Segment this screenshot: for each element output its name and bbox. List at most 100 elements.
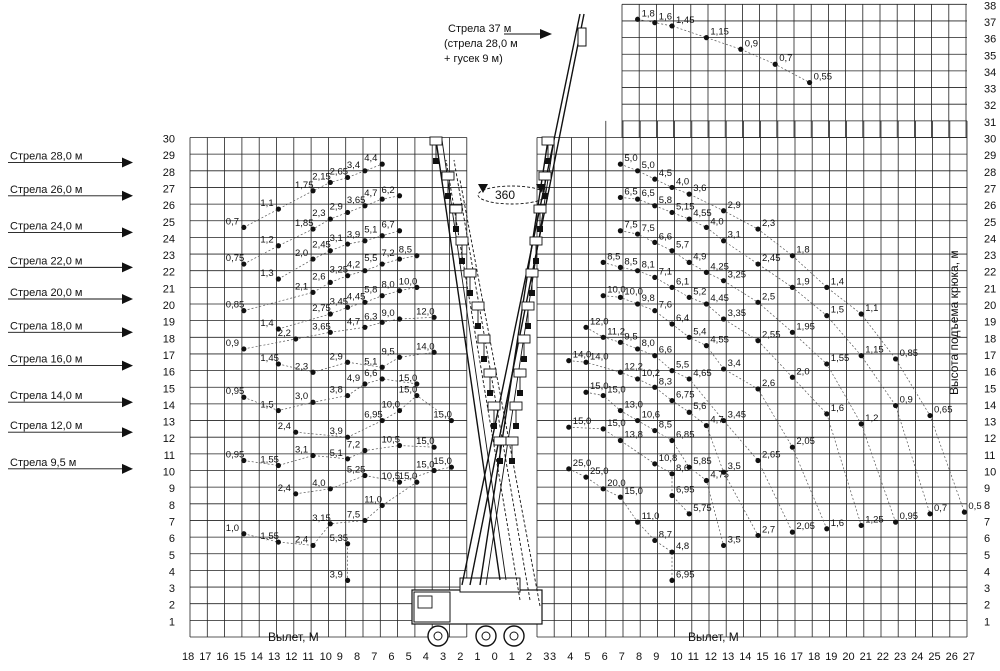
y-tick-label: 9 bbox=[984, 483, 990, 495]
boom-head-icon bbox=[517, 334, 531, 344]
load-curve bbox=[568, 360, 759, 536]
load-point bbox=[789, 253, 796, 259]
boom-length-label: Стрела 28,0 м bbox=[10, 150, 82, 162]
load-value-label: 15,0 bbox=[399, 385, 418, 396]
load-point bbox=[327, 311, 333, 317]
y-tick-label: 2 bbox=[984, 600, 990, 612]
load-point bbox=[635, 346, 641, 352]
x-tick-label: 5 bbox=[406, 651, 412, 663]
load-value-label: 15,0 bbox=[399, 373, 418, 384]
load-value-label: 9,5 bbox=[624, 331, 637, 342]
load-value-label: 2,05 bbox=[796, 521, 815, 532]
load-value-label: 2,45 bbox=[312, 240, 331, 251]
load-value-label: 1,6 bbox=[659, 12, 672, 23]
load-value-label: 2,55 bbox=[762, 330, 781, 341]
load-point bbox=[379, 161, 385, 167]
y-tick-label: 12 bbox=[163, 433, 175, 445]
right-grid bbox=[536, 3, 968, 638]
load-point bbox=[755, 299, 761, 305]
y-tick-label: 22 bbox=[984, 267, 996, 279]
load-value-label: 11,0 bbox=[364, 494, 382, 505]
load-value-label: 6,75 bbox=[676, 390, 695, 401]
load-point bbox=[327, 279, 333, 285]
load-value-label: 2,1 bbox=[295, 281, 308, 292]
y-tick-label: 14 bbox=[163, 400, 175, 412]
load-value-label: 4,0 bbox=[676, 176, 689, 187]
x-tick-label: 16 bbox=[216, 651, 228, 663]
load-point bbox=[858, 522, 864, 529]
load-point bbox=[721, 238, 727, 244]
load-value-label: 1,75 bbox=[295, 180, 314, 191]
load-point bbox=[617, 294, 624, 300]
load-value-label: 12,0 bbox=[590, 316, 609, 327]
load-point bbox=[755, 457, 761, 464]
boom-length-label: Стрела 18,0 м bbox=[10, 320, 82, 332]
load-point bbox=[345, 209, 351, 216]
load-point bbox=[396, 442, 403, 449]
load-value-label: 3,9 bbox=[347, 230, 360, 241]
load-value-label: 4,9 bbox=[347, 373, 360, 384]
boom-main bbox=[461, 13, 581, 586]
y-tick-label: 36 bbox=[984, 34, 996, 46]
hook-icon bbox=[475, 323, 481, 329]
load-point bbox=[721, 208, 727, 214]
load-point bbox=[362, 381, 368, 387]
load-value-label: 12,0 bbox=[416, 306, 435, 317]
load-value-label: 0,55 bbox=[814, 72, 833, 83]
load-value-label: 4,8 bbox=[676, 541, 689, 552]
load-point bbox=[345, 359, 351, 365]
load-point bbox=[362, 238, 368, 244]
load-value-label: 3,9 bbox=[330, 426, 343, 437]
load-value-label: 2,3 bbox=[295, 361, 308, 372]
y-tick-label: 19 bbox=[163, 317, 175, 329]
load-point bbox=[669, 368, 675, 374]
load-point bbox=[345, 541, 351, 547]
load-point bbox=[583, 474, 589, 480]
x-tick-label: 8 bbox=[636, 651, 642, 663]
load-value-label: 2,0 bbox=[295, 248, 308, 259]
y-tick-label: 21 bbox=[984, 283, 996, 295]
load-value-label: 1,15 bbox=[865, 345, 884, 356]
load-point bbox=[396, 256, 403, 262]
wheel-hub bbox=[481, 631, 491, 641]
load-point bbox=[755, 261, 761, 267]
load-value-label: 3,25 bbox=[330, 265, 349, 276]
load-point bbox=[703, 269, 710, 275]
load-value-label: 2,9 bbox=[330, 351, 343, 362]
x-tick-label: 2 bbox=[457, 651, 463, 663]
load-value-label: 14,0 bbox=[573, 350, 592, 361]
arrow-head-icon bbox=[122, 190, 133, 201]
load-value-label: 0,9 bbox=[226, 338, 239, 349]
hook-icon bbox=[497, 458, 503, 464]
boom-head-icon bbox=[538, 171, 552, 181]
y-tick-label: 2 bbox=[169, 600, 175, 612]
load-point bbox=[414, 392, 420, 399]
load-point bbox=[686, 294, 692, 300]
y-tick-label: 29 bbox=[163, 150, 175, 162]
load-point bbox=[669, 209, 675, 216]
y-tick-label: 26 bbox=[163, 200, 175, 212]
crane-illustration bbox=[411, 13, 587, 647]
load-point bbox=[652, 308, 658, 314]
load-point bbox=[824, 526, 830, 532]
load-point bbox=[617, 228, 624, 234]
load-value-label: 15,0 bbox=[607, 385, 626, 396]
load-value-label: 4,0 bbox=[312, 478, 325, 489]
load-point bbox=[686, 464, 692, 470]
boom-head-icon bbox=[477, 334, 491, 344]
y-tick-label: 23 bbox=[163, 250, 175, 262]
load-value-label: 1,4 bbox=[260, 318, 273, 329]
load-point bbox=[721, 542, 727, 549]
load-point bbox=[327, 248, 333, 254]
load-point bbox=[721, 366, 727, 372]
y-tick-label: 18 bbox=[984, 333, 996, 345]
load-point bbox=[431, 314, 437, 320]
load-point bbox=[583, 359, 589, 365]
hook-icon bbox=[453, 226, 459, 232]
load-value-label: 1,8 bbox=[642, 8, 655, 19]
load-point bbox=[414, 284, 420, 290]
load-point bbox=[310, 369, 316, 375]
boom-position bbox=[479, 139, 549, 586]
